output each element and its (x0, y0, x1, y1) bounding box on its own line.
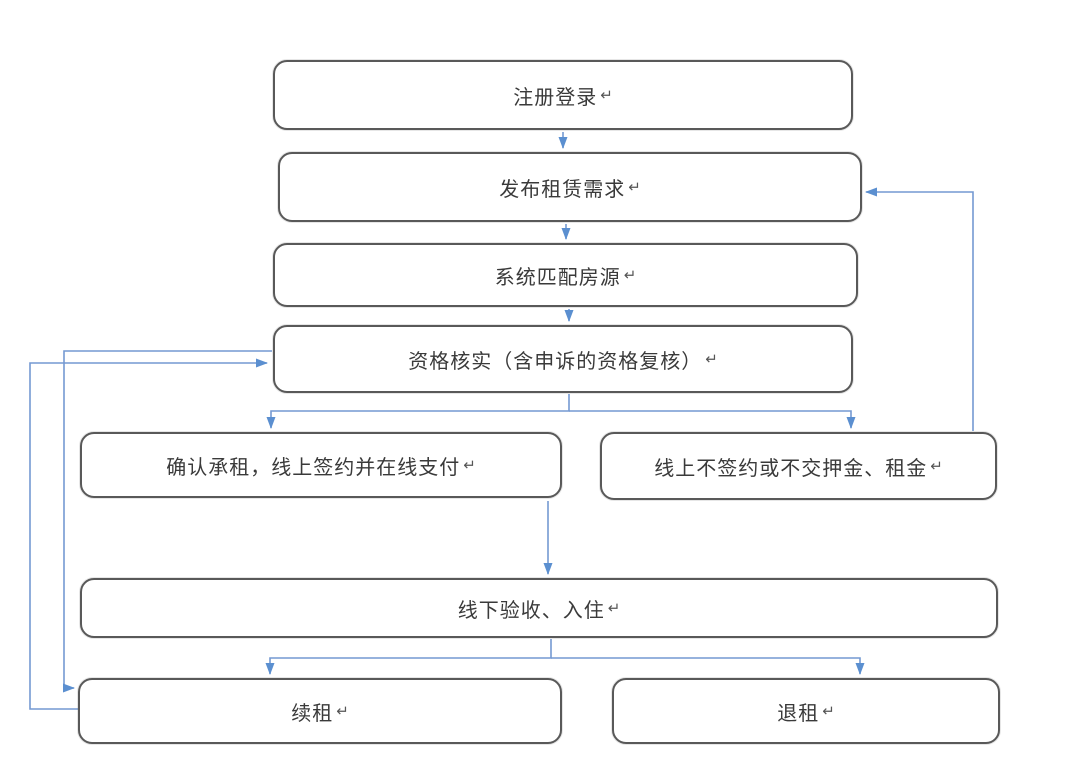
node-qualification-verify-label: 资格核实（含申诉的资格复核） (408, 350, 703, 373)
node-renew-lease: 续租↵ (78, 678, 562, 744)
edge-verify-confirm (266, 394, 570, 429)
return-mark-icon: ↵ (600, 87, 613, 104)
return-mark-icon: ↵ (930, 458, 943, 475)
node-publish-demand: 发布租赁需求↵ (278, 152, 862, 222)
node-offline-checkin: 线下验收、入住↵ (80, 578, 998, 638)
node-system-match: 系统匹配房源↵ (273, 243, 858, 307)
return-mark-icon: ↵ (336, 703, 349, 720)
return-mark-icon: ↵ (607, 600, 621, 617)
node-publish-demand-label: 发布租赁需求 (499, 178, 626, 201)
return-mark-icon: ↵ (628, 179, 641, 196)
edge-verify-renew (63, 350, 272, 693)
node-confirm-sign-pay-label: 确认承租，线上签约并在线支付 (166, 456, 461, 479)
edge-checkin-return (551, 657, 865, 675)
node-return-lease-label: 退租 (777, 702, 820, 725)
node-qualification-verify: 资格核实（含申诉的资格复核）↵ (273, 325, 853, 393)
edge-verify-nosign (569, 410, 856, 429)
edge-nosign-publish (865, 187, 974, 431)
node-return-lease: 退租↵ (612, 678, 1000, 744)
node-register-login: 注册登录↵ (273, 60, 853, 130)
node-register-login-label: 注册登录 (513, 86, 598, 109)
node-no-sign-no-pay-label: 线上不签约或不交押金、租金 (654, 457, 928, 480)
return-mark-icon: ↵ (463, 457, 476, 474)
edge-renew-verify (29, 358, 268, 710)
edge-checkin-renew (265, 639, 552, 675)
node-offline-checkin-label: 线下验收、入住 (457, 599, 605, 622)
node-renew-lease-label: 续租 (291, 702, 334, 725)
return-mark-icon: ↵ (822, 703, 835, 720)
return-mark-icon: ↵ (623, 267, 637, 284)
node-confirm-sign-pay: 确认承租，线上签约并在线支付↵ (80, 432, 562, 498)
node-no-sign-no-pay: 线上不签约或不交押金、租金↵ (600, 432, 997, 500)
node-system-match-label: 系统匹配房源 (494, 266, 621, 289)
return-mark-icon: ↵ (705, 351, 718, 368)
